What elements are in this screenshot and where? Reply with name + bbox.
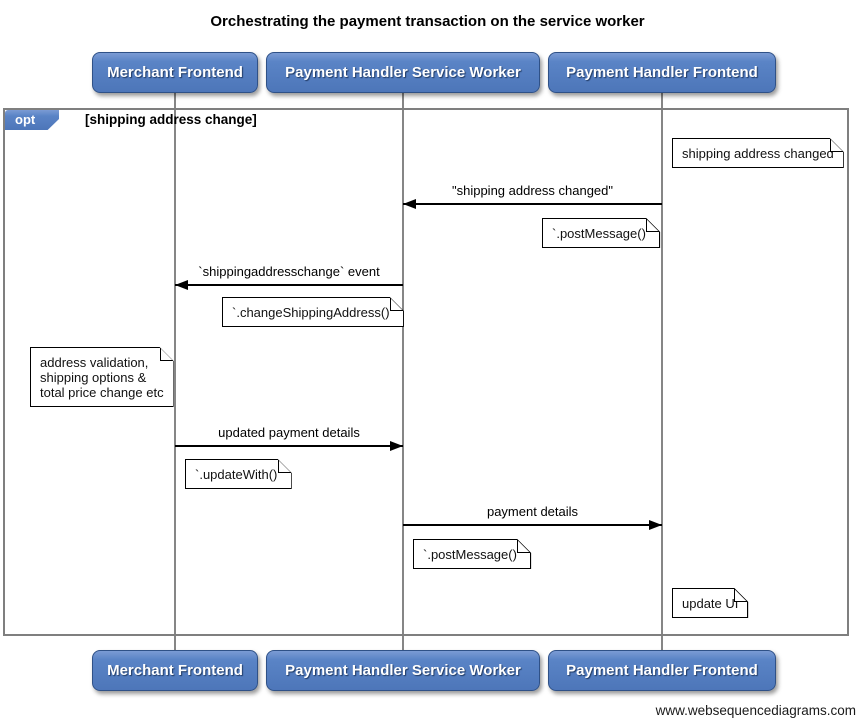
note-address-validation: address validation, shipping options & t… bbox=[30, 347, 174, 407]
note-text: `.updateWith()` bbox=[195, 467, 282, 482]
note-text: update UI bbox=[682, 596, 739, 611]
actor-payment-handler-frontend-bottom: Payment Handler Frontend bbox=[548, 650, 776, 691]
note-text: `.postMessage()` bbox=[552, 226, 651, 241]
message-updated-payment-details: updated payment details bbox=[175, 421, 403, 451]
note-postmessage-1: `.postMessage()` bbox=[542, 218, 660, 248]
note-postmessage-2: `.postMessage()` bbox=[413, 539, 531, 569]
note-text: `.postMessage()` bbox=[423, 547, 522, 562]
diagram-title: Orchestrating the payment transaction on… bbox=[210, 13, 645, 30]
actor-label: Merchant Frontend bbox=[107, 64, 243, 81]
message-label: "shipping address changed" bbox=[451, 183, 613, 198]
message-label: updated payment details bbox=[218, 425, 360, 440]
opt-fragment-operator-tab: opt bbox=[5, 110, 59, 130]
message-label: payment details bbox=[486, 504, 579, 519]
message-line bbox=[403, 524, 662, 526]
note-text: address validation, shipping options & t… bbox=[40, 355, 164, 400]
note-fold-icon bbox=[390, 297, 404, 311]
lifeline-payment-handler-service-worker bbox=[402, 93, 404, 650]
message-label: `shippingaddresschange` event bbox=[198, 264, 380, 279]
arrowhead-left-icon bbox=[403, 199, 416, 209]
actor-label: Payment Handler Service Worker bbox=[285, 64, 521, 81]
message-line bbox=[175, 284, 403, 286]
actor-label: Merchant Frontend bbox=[107, 662, 243, 679]
message-payment-details: payment details bbox=[403, 500, 662, 530]
arrowhead-right-icon bbox=[390, 441, 403, 451]
arrowhead-left-icon bbox=[175, 280, 188, 290]
actor-label: Payment Handler Frontend bbox=[566, 662, 758, 679]
opt-fragment-condition: [shipping address change] bbox=[85, 112, 257, 127]
actor-label: Payment Handler Service Worker bbox=[285, 662, 521, 679]
actor-merchant-frontend-bottom: Merchant Frontend bbox=[92, 650, 258, 691]
actor-payment-handler-service-worker-bottom: Payment Handler Service Worker bbox=[266, 650, 540, 691]
note-fold-icon bbox=[646, 218, 660, 232]
message-shippingaddresschange-event: `shippingaddresschange` event bbox=[175, 260, 403, 290]
actor-payment-handler-service-worker-top: Payment Handler Service Worker bbox=[266, 52, 540, 93]
arrowhead-right-icon bbox=[649, 520, 662, 530]
note-text: shipping address changed bbox=[682, 146, 834, 161]
note-update-ui: update UI bbox=[672, 588, 748, 618]
note-shipping-address-changed: shipping address changed bbox=[672, 138, 844, 168]
lifeline-merchant-frontend bbox=[174, 93, 176, 650]
actor-merchant-frontend-top: Merchant Frontend bbox=[92, 52, 258, 93]
note-text: `.changeShippingAddress()` bbox=[232, 305, 394, 320]
note-fold-icon bbox=[517, 539, 531, 553]
lifeline-payment-handler-frontend bbox=[661, 93, 663, 650]
message-line bbox=[175, 445, 403, 447]
note-update-with: `.updateWith()` bbox=[185, 459, 292, 489]
note-fold-icon bbox=[830, 138, 844, 152]
note-fold-icon bbox=[734, 588, 748, 602]
actor-label: Payment Handler Frontend bbox=[566, 64, 758, 81]
note-change-shipping-address: `.changeShippingAddress()` bbox=[222, 297, 404, 327]
message-line bbox=[403, 203, 662, 205]
actor-payment-handler-frontend-top: Payment Handler Frontend bbox=[548, 52, 776, 93]
note-fold-icon bbox=[278, 459, 292, 473]
website-credit: www.websequencediagrams.com bbox=[655, 703, 856, 718]
note-fold-icon bbox=[160, 347, 174, 361]
message-shipping-address-changed: "shipping address changed" bbox=[403, 179, 662, 209]
opt-fragment: opt [shipping address change] bbox=[3, 108, 849, 636]
